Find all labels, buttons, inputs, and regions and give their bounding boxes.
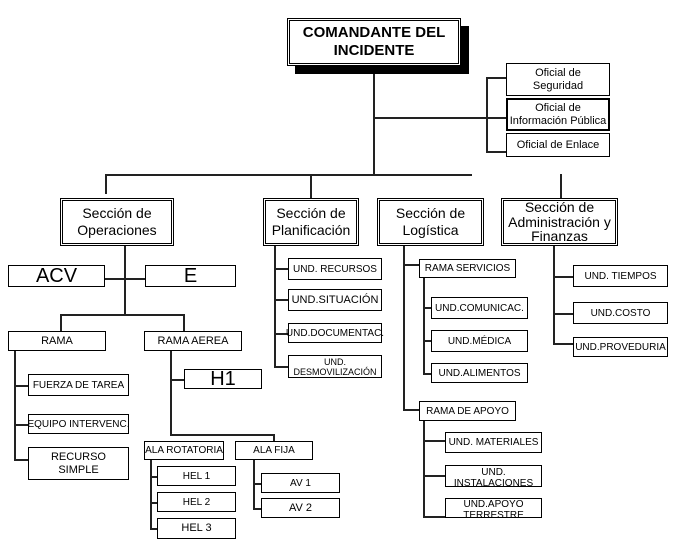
connector-line <box>124 246 126 314</box>
connector-line <box>14 385 28 387</box>
connector-line <box>60 314 62 331</box>
connector-line <box>170 379 184 381</box>
connector-line <box>310 174 312 198</box>
connector-line <box>14 350 16 460</box>
connector-line <box>553 343 573 345</box>
rama-servicios[interactable]: RAMA SERVICIOS <box>419 259 516 278</box>
connector-line <box>486 77 488 152</box>
av-2[interactable]: AV 2 <box>261 498 340 518</box>
connector-line <box>423 307 431 309</box>
commander-box[interactable]: COMANDANTE DEL INCIDENTE <box>287 18 461 66</box>
und-apoyo-terrestre[interactable]: UND.APOYO TERRESTRE <box>445 498 542 518</box>
connector-line <box>274 268 288 270</box>
ala-rotatoria[interactable]: ALA ROTATORIA <box>144 441 224 460</box>
connector-line <box>423 340 431 342</box>
connector-line <box>553 313 573 315</box>
connector-line <box>423 373 431 375</box>
staff-liaison-officer[interactable]: Oficial de Enlace <box>506 133 610 157</box>
connector-line <box>274 333 288 335</box>
unit-acv[interactable]: ACV <box>8 265 105 287</box>
unit-h1[interactable]: H1 <box>184 368 262 390</box>
av-1[interactable]: AV 1 <box>261 473 340 493</box>
hel-2[interactable]: HEL 2 <box>157 492 236 512</box>
und-instalaciones[interactable]: UND. INSTALACIONES <box>445 465 542 487</box>
rama-de-apoyo[interactable]: RAMA DE APOYO <box>419 401 516 421</box>
connector-line <box>105 278 145 280</box>
und-materiales[interactable]: UND. MATERIALES <box>445 432 542 453</box>
und-comunicac[interactable]: UND.COMUNICAC. <box>431 297 528 319</box>
connector-line <box>553 276 573 278</box>
connector-line <box>274 246 276 367</box>
staff-safety-officer[interactable]: Oficial de Seguridad <box>506 63 610 96</box>
connector-line <box>373 117 506 119</box>
section-logistica[interactable]: Sección de Logística <box>377 198 484 246</box>
ala-fija[interactable]: ALA FIJA <box>235 441 313 460</box>
connector-line <box>423 421 425 517</box>
und-documentac[interactable]: UND.DOCUMENTAC. <box>286 323 384 343</box>
connector-line <box>253 508 261 510</box>
connector-line <box>60 314 184 316</box>
connector-line <box>105 174 107 194</box>
connector-line <box>14 459 28 461</box>
connector-line <box>273 434 275 442</box>
connector-line <box>170 350 172 435</box>
und-medica[interactable]: UND.MÉDICA <box>431 330 528 352</box>
rama[interactable]: RAMA <box>8 331 106 351</box>
connector-line <box>403 409 419 411</box>
section-operaciones[interactable]: Sección de Operaciones <box>60 198 174 246</box>
connector-line <box>105 174 472 176</box>
fuerza-de-tarea[interactable]: FUERZA DE TAREA <box>28 374 129 396</box>
section-planificacion[interactable]: Sección de Planificación <box>263 198 359 246</box>
connector-line <box>560 174 562 198</box>
connector-line <box>423 516 445 518</box>
connector-line <box>253 483 261 485</box>
connector-line <box>403 246 405 410</box>
connector-line <box>274 299 288 301</box>
und-alimentos[interactable]: UND.ALIMENTOS <box>431 363 528 383</box>
hel-3[interactable]: HEL 3 <box>157 518 236 539</box>
connector-line <box>486 77 506 79</box>
und-recursos[interactable]: UND. RECURSOS <box>288 258 382 280</box>
und-tiempos[interactable]: UND. TIEMPOS <box>573 265 668 287</box>
connector-line <box>150 502 158 504</box>
connector-line <box>403 264 419 266</box>
und-costo[interactable]: UND.COSTO <box>573 302 668 324</box>
recurso-simple[interactable]: RECURSO SIMPLE <box>28 447 129 480</box>
und-situacion[interactable]: UND.SITUACIÓN <box>288 289 382 311</box>
connector-line <box>423 440 445 442</box>
connector-line <box>553 246 555 344</box>
connector-line <box>170 434 274 436</box>
connector-line <box>150 476 158 478</box>
connector-line <box>150 528 158 530</box>
hel-1[interactable]: HEL 1 <box>157 466 236 486</box>
und-desmovilizacion[interactable]: UND. DESMOVILIZACIÓN <box>288 355 382 378</box>
unit-e[interactable]: E <box>145 265 236 287</box>
rama-aerea[interactable]: RAMA AEREA <box>144 331 242 351</box>
und-proveduria[interactable]: UND.PROVEDURIA <box>573 337 668 357</box>
connector-line <box>423 475 445 477</box>
connector-line <box>150 459 152 529</box>
staff-public-info-officer[interactable]: Oficial de Información Pública <box>506 98 610 131</box>
connector-line <box>14 424 28 426</box>
equipo-intervenc[interactable]: EQUIPO INTERVENC. <box>27 414 130 434</box>
connector-line <box>423 277 425 374</box>
connector-line <box>183 314 185 331</box>
connector-line <box>373 63 375 176</box>
connector-line <box>274 366 288 368</box>
connector-line <box>486 151 506 153</box>
section-administracion[interactable]: Sección de Administración y Finanzas <box>501 198 618 246</box>
